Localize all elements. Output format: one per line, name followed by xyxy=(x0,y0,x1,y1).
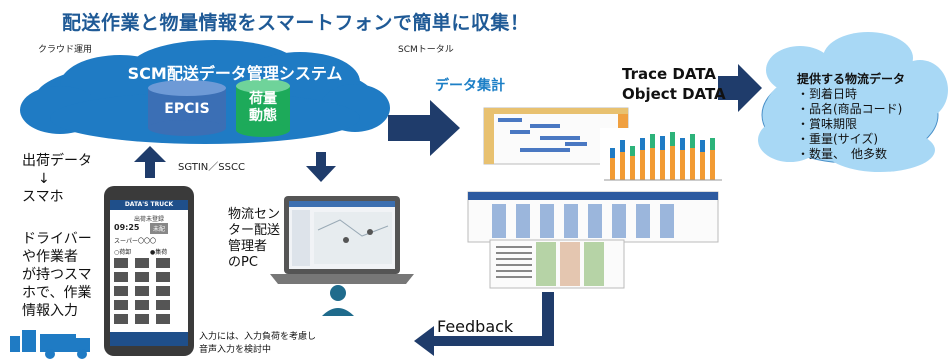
feedback-arrow xyxy=(414,292,554,356)
provided-item-5: ・数量、 他多数 xyxy=(797,147,888,161)
driver-line1: ドライバー xyxy=(22,231,92,247)
driver-line3: が持つスマ xyxy=(22,267,92,283)
trace-data-label: Trace DATA xyxy=(622,65,716,83)
nimotsu-label: 荷量 動態 xyxy=(236,91,290,125)
provided-item-1: ・到着日時 xyxy=(797,87,858,101)
epcis-label: EPCIS xyxy=(164,101,210,117)
spreadsheet-2 xyxy=(467,191,719,243)
epcis-cylinder xyxy=(148,80,226,136)
data-summary-label: データ集計 xyxy=(435,78,505,94)
shipment-line3: スマホ xyxy=(22,189,64,205)
pc-line3: 管理者 xyxy=(228,239,268,254)
arrow-down xyxy=(306,152,336,182)
phone-shop: スーパー〇〇〇 xyxy=(114,238,156,245)
pc-description: 物流セン ター配送 管理者 のPC xyxy=(228,207,280,271)
truck-icon xyxy=(40,334,90,359)
provided-data-heading: 提供する物流データ xyxy=(797,72,906,86)
phone-status: 出荷未登録 xyxy=(133,216,164,223)
stacked-bar-chart xyxy=(600,128,724,184)
object-data-label: Object DATA xyxy=(622,85,726,103)
driver-line4: ホで、作業 xyxy=(22,285,92,301)
smartphone xyxy=(104,186,194,356)
driver-line5: 情報入力 xyxy=(22,303,78,319)
phone-time: 09:25 xyxy=(114,223,140,232)
provided-item-2: ・品名(商品コード) xyxy=(797,102,903,116)
phone-radio-1[interactable]: ○荷卸 xyxy=(114,249,132,256)
nimotsu-label-line2: 動態 xyxy=(249,108,277,124)
scm-total-label: SCMトータル xyxy=(398,45,454,55)
person-icon xyxy=(322,285,354,316)
page-title: 配送作業と物量情報をスマートフォンで簡単に収集！ xyxy=(62,12,530,34)
trace-data-labels: Trace DATA Object DATA xyxy=(622,64,726,104)
pc-line2: ター配送 xyxy=(228,223,281,238)
input-note-line1: 入力には、入力負荷を考慮し xyxy=(199,332,317,342)
cloud-operation-label: クラウド運用 xyxy=(38,45,93,55)
provided-data-list: 提供する物流データ ・到着日時 ・品名(商品コード) ・賞味期限 ・重量(サイズ… xyxy=(797,72,905,162)
phone-badge: 未配 xyxy=(150,223,169,234)
provided-item-4: ・重量(サイズ) xyxy=(797,132,879,146)
driver-text: ドライバー や作業者 が持つスマ ホで、作業 情報入力 xyxy=(22,230,92,320)
phone-radio-2[interactable]: ●集荷 xyxy=(150,249,168,256)
arrow-up xyxy=(134,146,166,178)
shipment-arrow: ↓ xyxy=(38,171,50,187)
pc-line4: のPC xyxy=(228,255,258,270)
input-note-line2: 音声入力を検討中 xyxy=(199,345,272,355)
laptop xyxy=(270,196,414,284)
shipment-line1: 出荷データ xyxy=(22,153,92,169)
shipment-text: 出荷データ ↓ スマホ xyxy=(22,152,92,206)
arrow-right-cloud xyxy=(718,64,762,112)
nimotsu-cylinder xyxy=(236,79,290,137)
feedback-label: Feedback xyxy=(437,317,514,336)
arrow-right-main xyxy=(388,100,460,156)
warehouse-icon xyxy=(10,330,36,352)
input-note: 入力には、入力負荷を考慮し 音声入力を検討中 xyxy=(199,331,316,357)
driver-line2: や作業者 xyxy=(22,249,78,265)
sgtin-label: SGTIN／SSCC xyxy=(178,162,245,173)
spreadsheet-3 xyxy=(489,239,625,289)
phone-brand: DATA'S TRUCK xyxy=(124,201,174,208)
provided-item-3: ・賞味期限 xyxy=(797,117,858,131)
pc-line1: 物流セン xyxy=(228,207,281,222)
nimotsu-label-line1: 荷量 xyxy=(249,91,277,107)
scm-system-name: SCM配送データ管理システム xyxy=(127,64,343,83)
